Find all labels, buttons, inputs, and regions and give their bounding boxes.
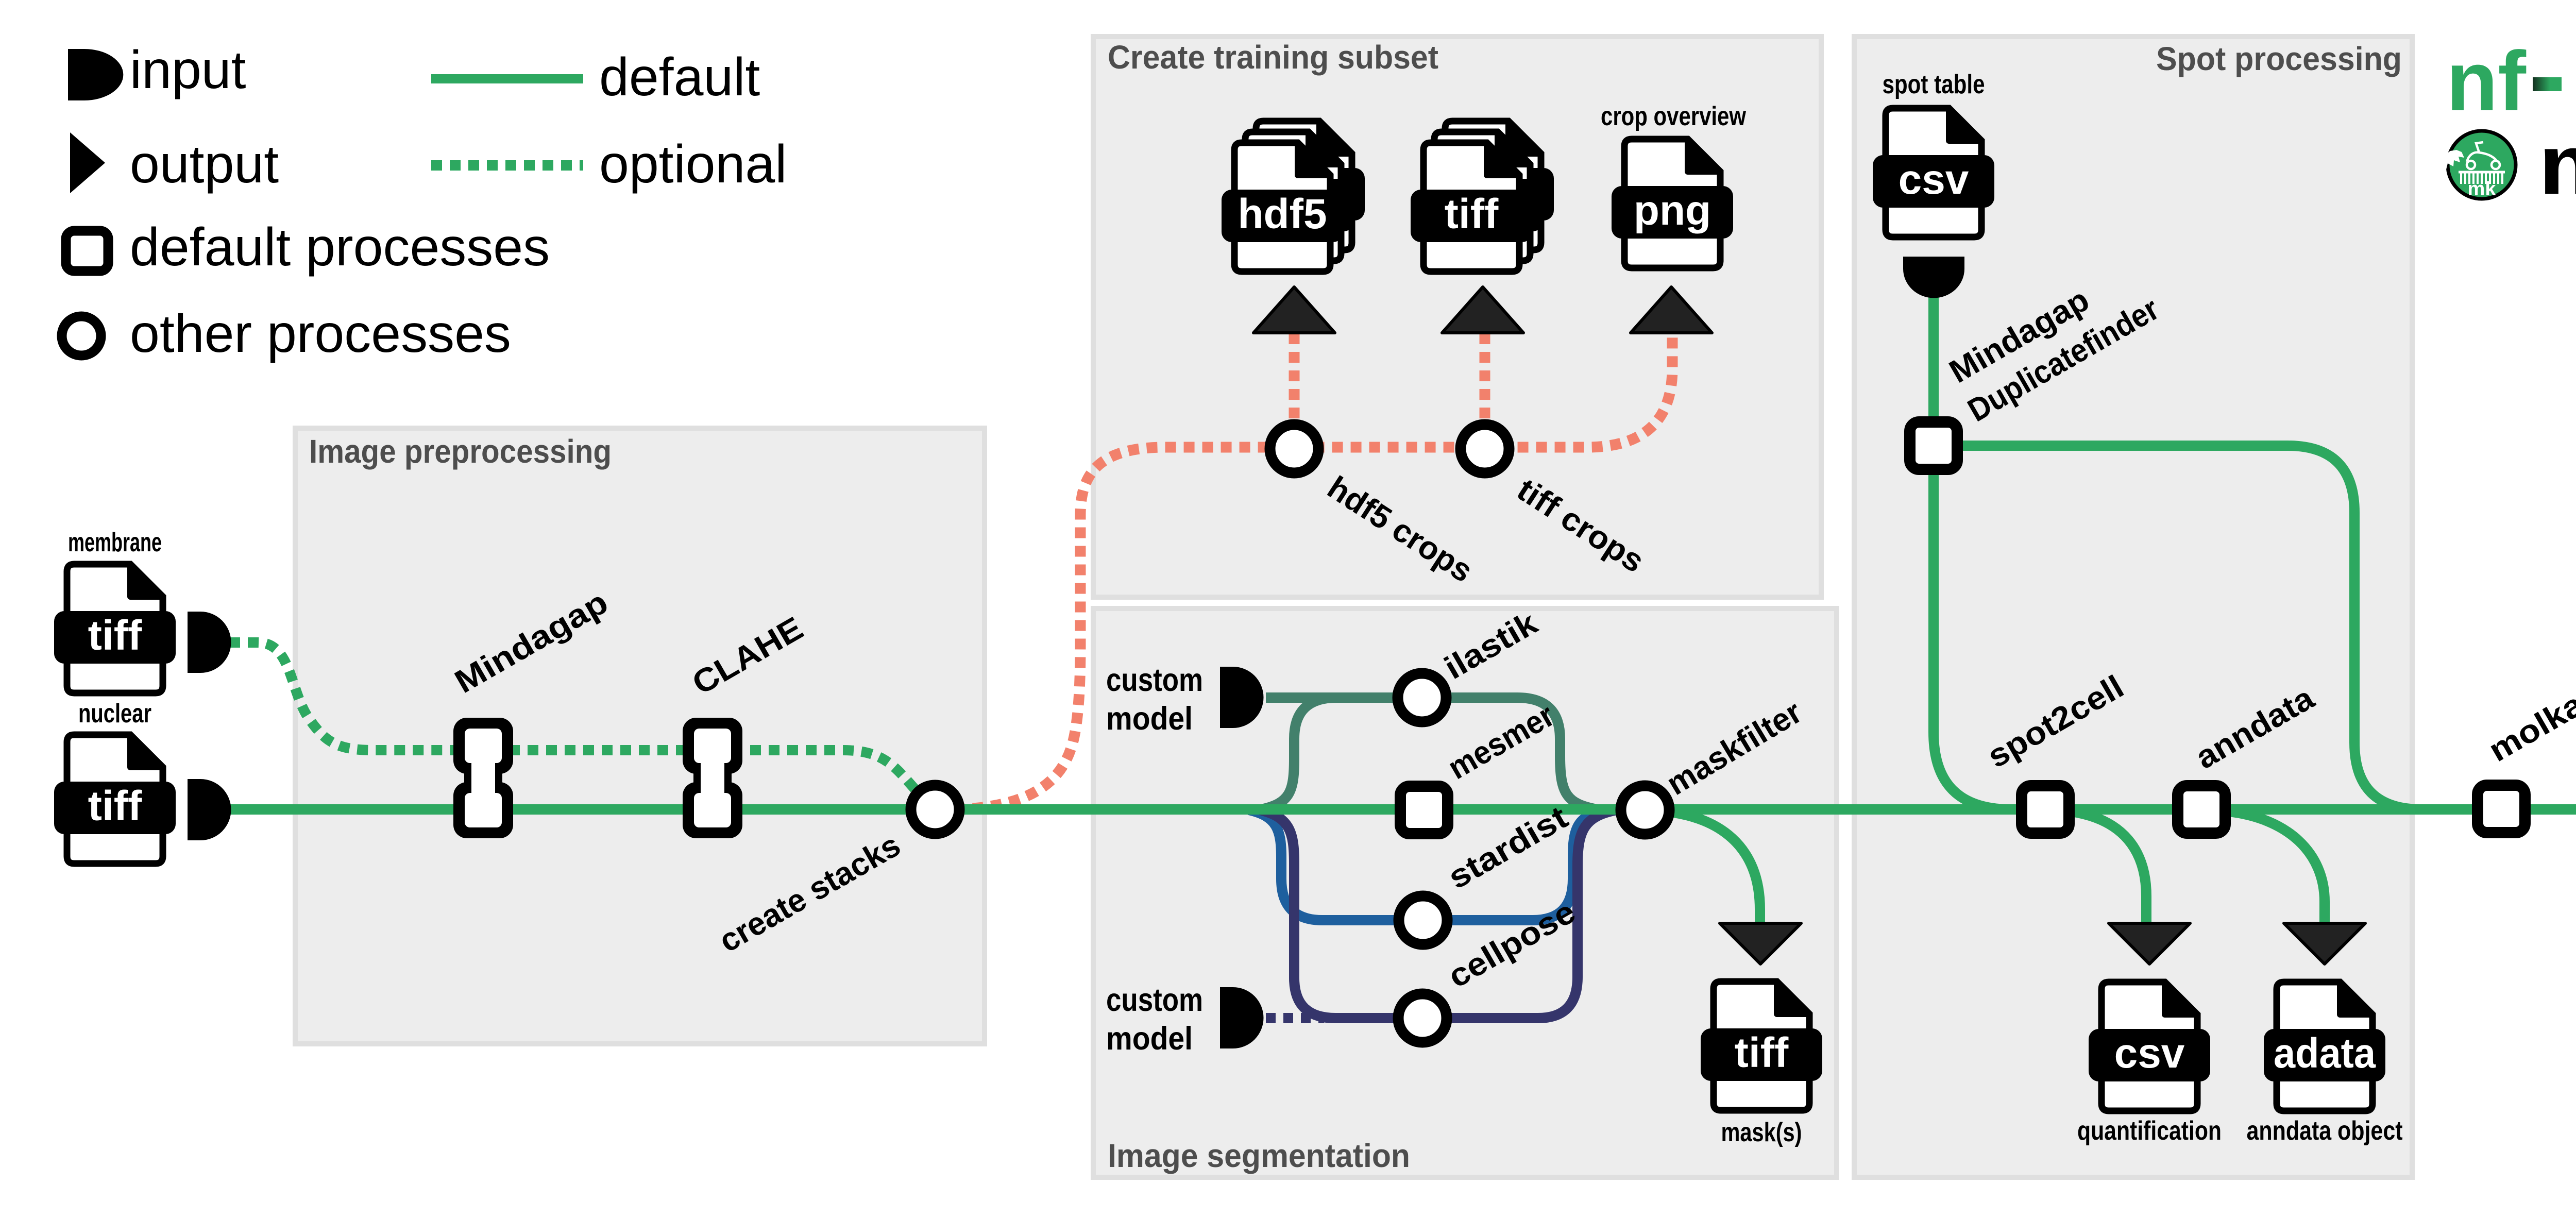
svg-text:default: default: [599, 47, 760, 107]
svg-text:core/: core/: [2574, 34, 2576, 128]
svg-text:crop overview: crop overview: [1601, 102, 1746, 131]
svg-text:adata: adata: [2274, 1030, 2376, 1077]
svg-text:csv: csv: [2114, 1030, 2185, 1077]
svg-text:anndata object: anndata object: [2247, 1116, 2403, 1146]
svg-text:nf: nf: [2446, 34, 2526, 128]
svg-text:custom: custom: [1106, 982, 1203, 1018]
svg-text:molkart: molkart: [2538, 117, 2576, 212]
svg-text:other processes: other processes: [130, 304, 511, 364]
svg-text:Image segmentation: Image segmentation: [1108, 1137, 1410, 1174]
svg-text:tiff: tiff: [88, 783, 142, 830]
svg-text:Image preprocessing: Image preprocessing: [309, 433, 612, 470]
svg-text:tiff: tiff: [1445, 191, 1499, 238]
svg-text:spot table: spot table: [1883, 70, 1985, 99]
svg-text:quantification: quantification: [2077, 1116, 2222, 1146]
svg-text:mk: mk: [2468, 178, 2497, 200]
svg-text:optional: optional: [599, 134, 787, 194]
svg-text:png: png: [1634, 187, 1711, 234]
svg-text:membrane: membrane: [68, 528, 162, 557]
svg-text:nuclear: nuclear: [78, 699, 151, 729]
svg-text:input: input: [130, 40, 246, 100]
svg-text:Create training subset: Create training subset: [1108, 39, 1438, 76]
svg-text:Spot processing: Spot processing: [2156, 40, 2402, 77]
svg-text:tiff: tiff: [88, 612, 142, 659]
svg-text:custom: custom: [1106, 662, 1203, 698]
svg-text:csv: csv: [1899, 156, 1969, 203]
svg-text:tiff: tiff: [1735, 1029, 1789, 1076]
svg-text:model: model: [1106, 1021, 1193, 1057]
svg-text:default processes: default processes: [130, 217, 550, 277]
svg-text:output: output: [130, 134, 279, 194]
svg-text:hdf5: hdf5: [1238, 191, 1327, 238]
svg-text:molkartqc: molkartqc: [2483, 653, 2576, 769]
svg-text:model: model: [1106, 701, 1193, 737]
svg-text:mask(s): mask(s): [1721, 1118, 1802, 1147]
